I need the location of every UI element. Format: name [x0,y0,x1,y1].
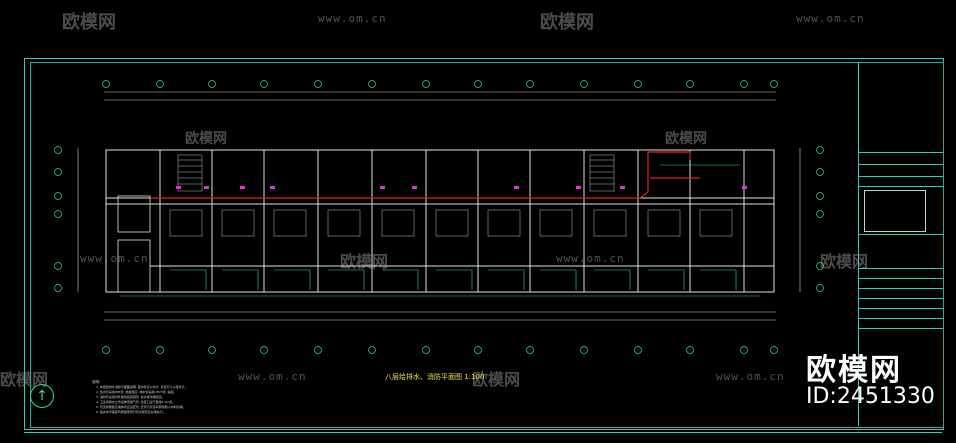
watermark-url: www.om.cn [556,252,625,265]
title-block-row [859,164,943,165]
title-block-row [859,278,943,279]
note-line: 6. 其余未尽事宜均按国家现行有关规范及标准执行。 [96,410,166,414]
title-block-row [859,186,943,187]
plan-title: 八层给排水、消防平面图 1:100 [385,373,485,381]
next-sheet-frame [24,432,942,443]
note-line: 2. 给水管采用PPR管, 热熔连接; 排水管采用UPVC管, 粘接。 [96,390,177,394]
watermark-brand: 欧模网 [472,370,521,389]
watermark-url: www.om.cn [716,370,785,383]
watermark-brand: 欧模网 [665,131,707,147]
watermark-brand: 欧模网 [540,12,594,33]
note-line: 4. 卫生间排水立管设伸顶通气管, 检查口设于距地1.0m处。 [96,400,176,404]
title-block-row [859,288,943,289]
watermark-brand: 欧模网 [820,252,869,271]
title-block-row [859,318,943,319]
watermark-url: www.om.cn [80,252,149,265]
watermark-url: www.om.cn [238,370,307,383]
title-block-row [859,328,943,329]
key-plan-thumbnail [864,190,926,232]
title-block-row [859,234,943,235]
note-line: 3. 消防管采用内外壁热镀锌钢管, 丝扣或沟槽连接。 [96,395,165,399]
notes-label: 说明: [92,380,101,384]
watermark-brand: 欧模网 [185,131,227,147]
drawing-inner-frame [30,62,944,428]
north-arrow-icon: ↑ [30,384,54,408]
title-block-row [859,176,943,177]
title-block-row [859,268,943,269]
title-block-row [859,298,943,299]
note-line: 1. 本层给排水消防平面图说明, 图中标高以米计, 管道尺寸以毫米计。 [96,385,188,389]
watermark-id: ID:2451330 [806,384,935,409]
title-block-row [859,308,943,309]
watermark-url: www.om.cn [796,12,865,25]
watermark-brand-large: 欧模网 [806,353,902,388]
watermark-brand: 欧模网 [62,12,116,33]
title-block [858,62,943,426]
title-block-row [859,152,943,153]
watermark-url: www.om.cn [318,12,387,25]
note-line: 5. 管道穿楼板及墙体处应设套管, 套管与管道间隙用防火材料封堵。 [96,405,186,409]
